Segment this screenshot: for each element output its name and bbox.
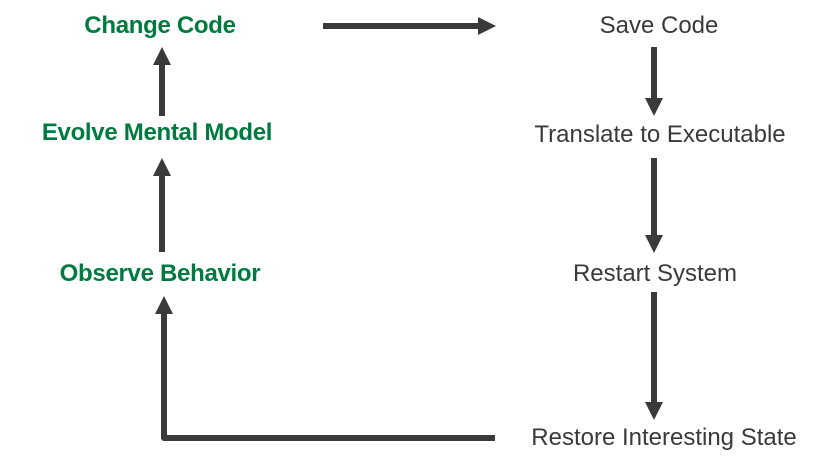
node-observe-behavior: Observe Behavior [59,259,261,287]
node-restore-interesting-state: Restore Interesting State [531,423,797,451]
arrow-observe-to-evolve [153,158,171,252]
arrow-evolve-to-change [153,47,171,116]
arrow-change-to-save [323,17,496,35]
arrow-restart-to-restore [645,292,663,420]
node-save-code: Save Code [599,11,719,39]
arrow-restore-to-observe [155,296,495,441]
node-restart-system: Restart System [572,259,738,287]
arrow-save-to-translate [645,47,663,116]
node-evolve-mental-model: Evolve Mental Model [41,118,273,146]
node-change-code: Change Code [84,11,236,39]
node-translate-to-executable: Translate to Executable [534,120,786,148]
arrow-translate-to-restart [645,158,663,253]
